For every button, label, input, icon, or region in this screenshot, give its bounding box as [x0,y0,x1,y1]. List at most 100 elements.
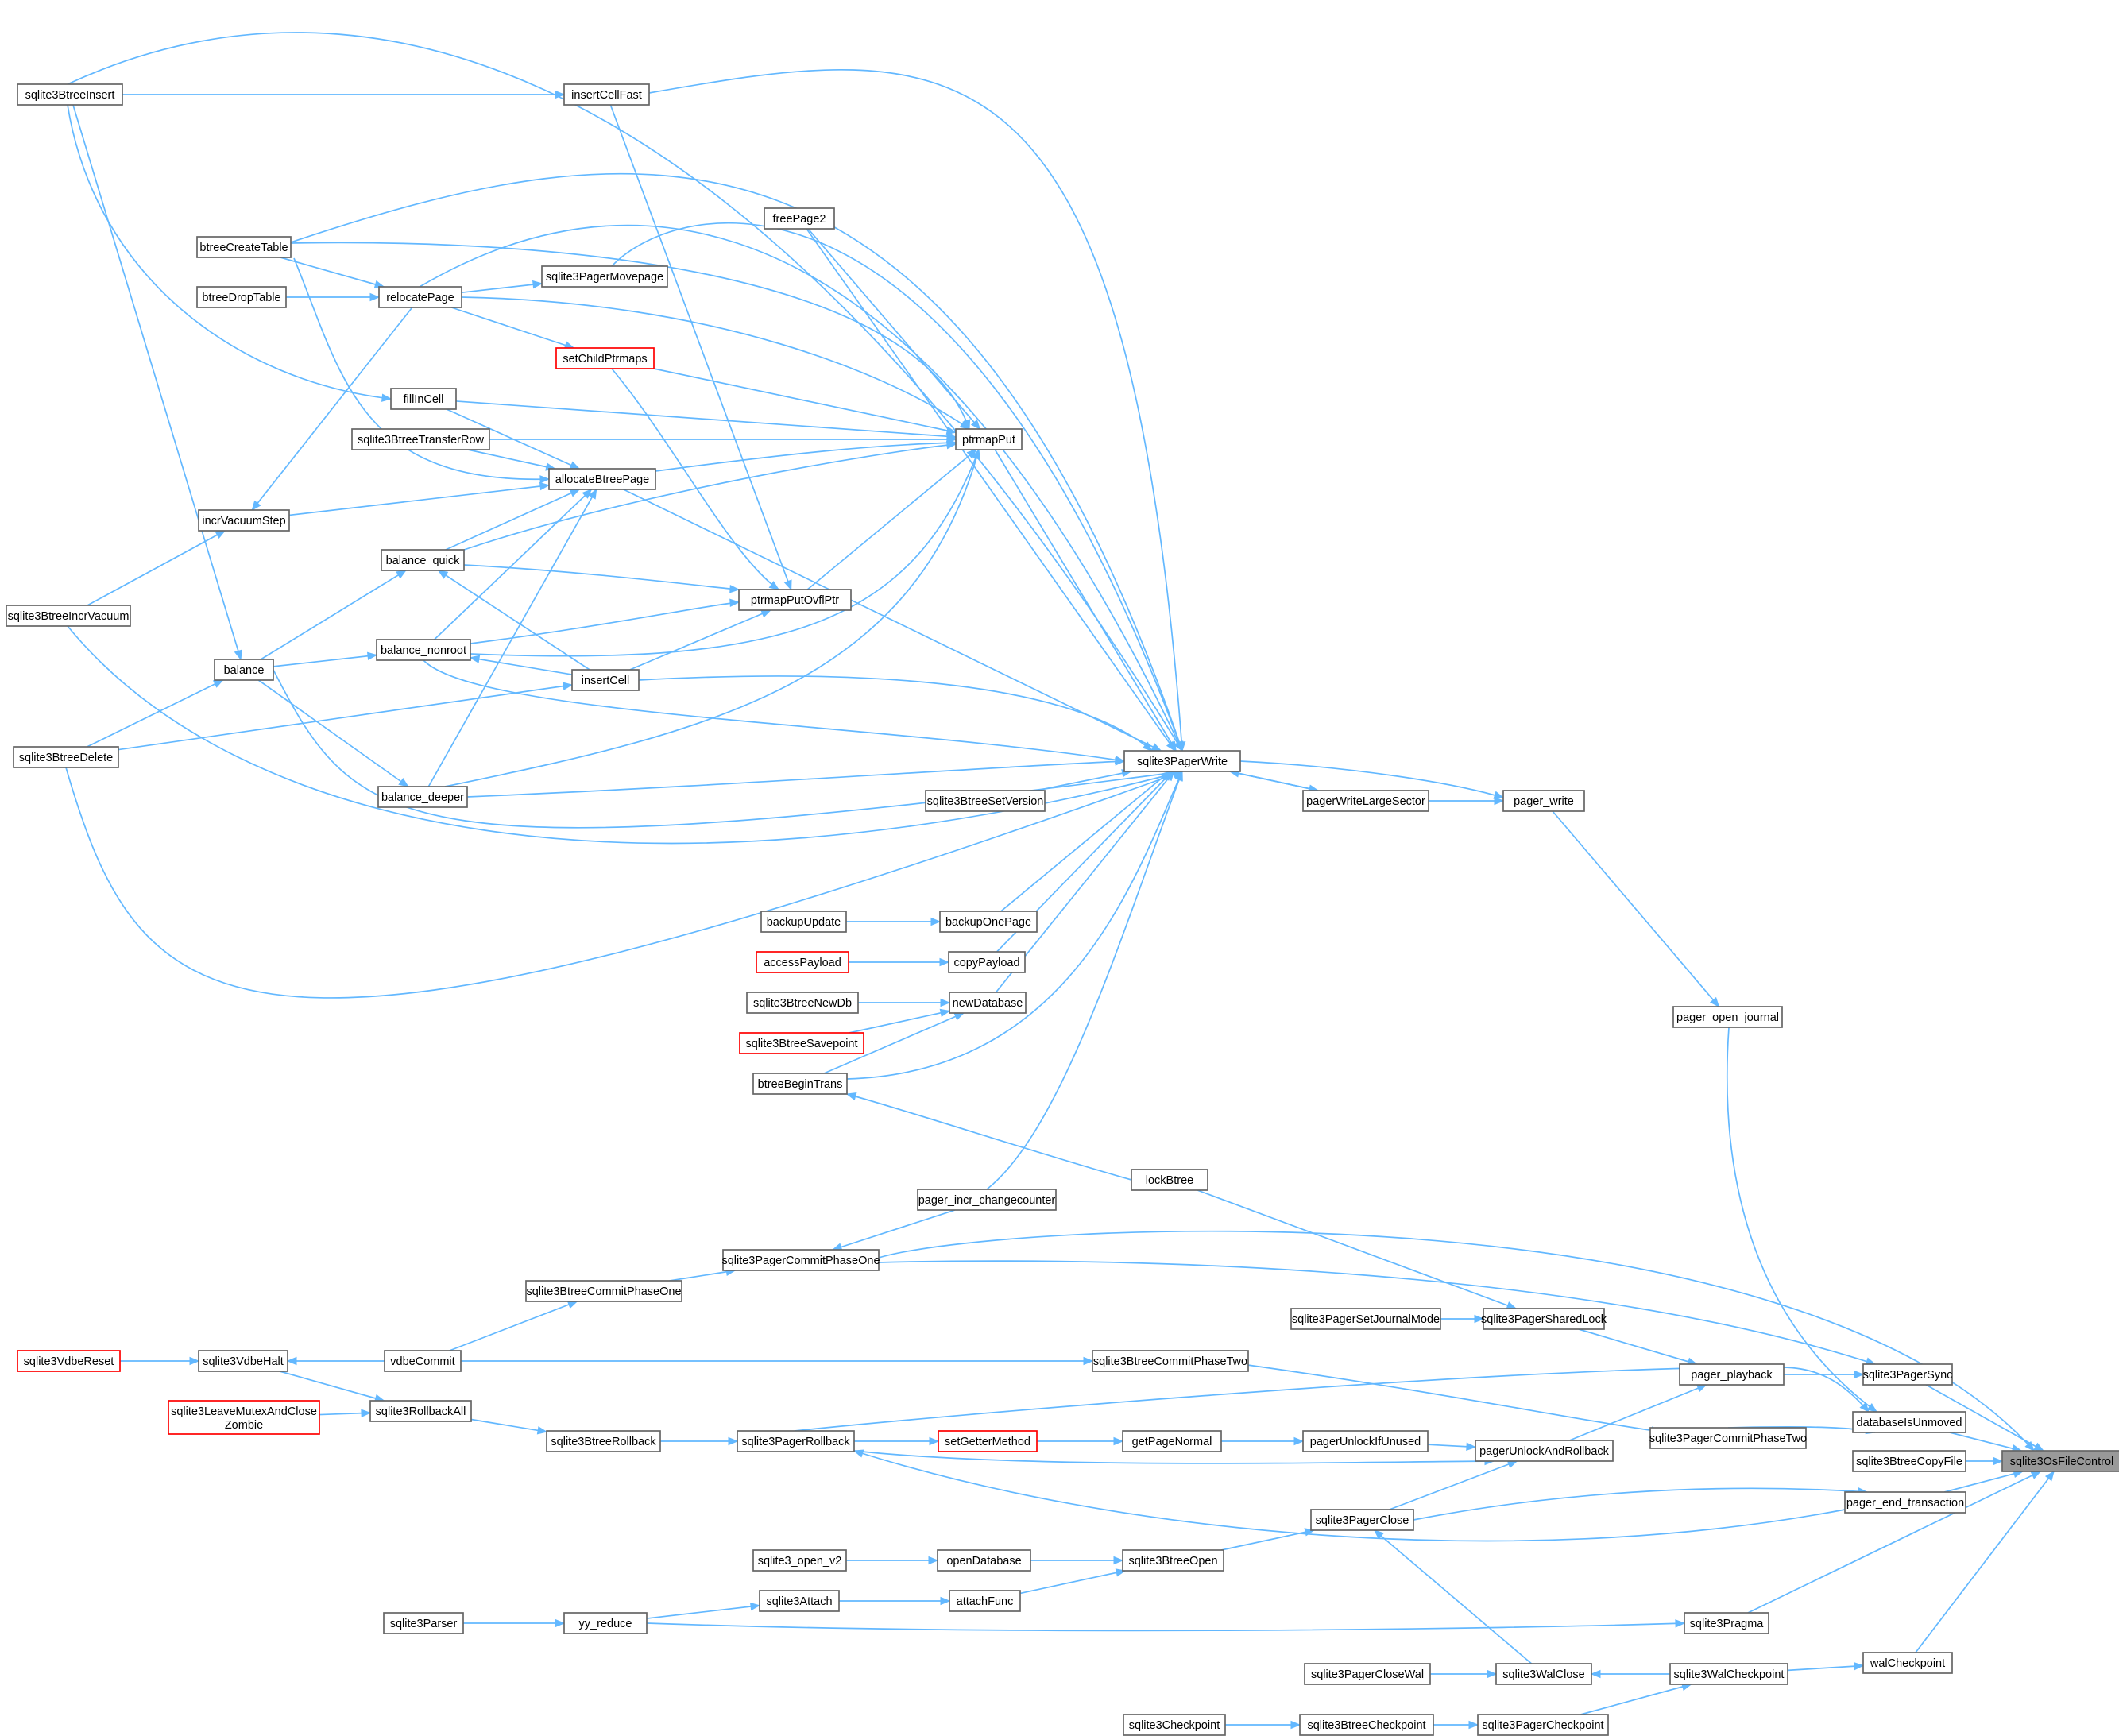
node-sqlite3PagerCommitPhaseTwo[interactable]: sqlite3PagerCommitPhaseTwo [1649,1427,1807,1449]
node-label: attachFunc [957,1595,1014,1608]
node-pager_playback[interactable]: pager_playback [1679,1363,1785,1386]
node-box [377,786,468,808]
node-sqlite3Parser[interactable]: sqlite3Parser [383,1612,464,1634]
node-sqlite3RollbackAll[interactable]: sqlite3RollbackAll [369,1400,472,1422]
node-sqlite3Attach[interactable]: sqlite3Attach [759,1590,840,1612]
node-walCheckpoint[interactable]: walCheckpoint [1862,1652,1953,1674]
node-sqlite3BtreeSetVersion[interactable]: sqlite3BtreeSetVersion [925,790,1046,812]
node-pagerWriteLargeSector[interactable]: pagerWriteLargeSector [1302,790,1429,812]
node-balance_nonroot[interactable]: balance_nonroot [376,639,471,661]
edge-sqlite3BtreeDelete-to-sqlite3PagerWrite [65,767,1183,999]
node-balance_deeper[interactable]: balance_deeper [377,786,468,808]
node-pagerUnlockIfUnused[interactable]: pagerUnlockIfUnused [1302,1430,1429,1452]
node-sqlite3BtreeInsert[interactable]: sqlite3BtreeInsert [17,83,123,106]
node-setGetterMethod[interactable]: setGetterMethod [938,1430,1038,1452]
arrow-head [940,1596,951,1606]
edge-insertCell-to-balance_quick [438,570,590,671]
node-label: accessPayload [764,957,841,969]
node-btreeDropTable[interactable]: btreeDropTable [196,286,287,308]
node-databaseIsUnmoved[interactable]: databaseIsUnmoved [1852,1411,1966,1433]
arrow-head [1150,743,1162,752]
node-sqlite3PagerCommitPhaseOne[interactable]: sqlite3PagerCommitPhaseOne [721,1249,880,1271]
node-sqlite3Pragma[interactable]: sqlite3Pragma [1684,1612,1769,1634]
node-sqlite3PagerSharedLock[interactable]: sqlite3PagerSharedLock [1481,1308,1607,1330]
node-sqlite3BtreeDelete[interactable]: sqlite3BtreeDelete [13,746,119,768]
node-pager_write[interactable]: pager_write [1502,790,1585,812]
node-incrVacuumStep[interactable]: incrVacuumStep [198,509,290,532]
node-sqlite3PagerCheckpoint[interactable]: sqlite3PagerCheckpoint [1477,1714,1609,1736]
node-sqlite3PagerWrite[interactable]: sqlite3PagerWrite [1123,750,1241,772]
node-sqlite3WalClose[interactable]: sqlite3WalClose [1495,1663,1592,1685]
arrow-head [953,1012,965,1021]
node-backupUpdate[interactable]: backupUpdate [760,911,847,933]
edge-sqlite3BtreeIncrVacuum-to-incrVacuumStep [87,530,226,606]
node-ptrmapPut[interactable]: ptrmapPut [955,428,1023,450]
node-sqlite3PagerRollback[interactable]: sqlite3PagerRollback [737,1430,855,1452]
node-sqlite3BtreeCommitPhaseOne[interactable]: sqlite3BtreeCommitPhaseOne [525,1280,682,1302]
arrow-head [251,500,261,512]
node-btreeBeginTrans[interactable]: btreeBeginTrans [752,1073,848,1095]
node-relocatePage[interactable]: relocatePage [378,286,462,308]
edge-balance_deeper-to-ptrmapPut [444,449,980,787]
node-getPageNormal[interactable]: getPageNormal [1122,1430,1222,1452]
node-sqlite3PagerMovepage[interactable]: sqlite3PagerMovepage [541,265,668,288]
node-sqlite3BtreeCopyFile[interactable]: sqlite3BtreeCopyFile [1852,1450,1966,1472]
node-pager_end_transaction[interactable]: pager_end_transaction [1844,1491,1966,1514]
node-freePage2[interactable]: freePage2 [764,207,835,230]
node-sqlite3BtreeNewDb[interactable]: sqlite3BtreeNewDb [746,992,859,1014]
node-vdbeCommit[interactable]: vdbeCommit [384,1350,462,1372]
node-sqlite3PagerCloseWal[interactable]: sqlite3PagerCloseWal [1304,1663,1431,1685]
node-balance_quick[interactable]: balance_quick [381,549,465,571]
node-newDatabase[interactable]: newDatabase [949,992,1027,1014]
arrow-head [1506,1460,1518,1468]
node-box [1679,1363,1785,1386]
arrow-head [1290,1720,1301,1730]
node-yy_reduce[interactable]: yy_reduce [563,1612,648,1634]
node-sqlite3VdbeHalt[interactable]: sqlite3VdbeHalt [198,1350,288,1372]
node-allocateBtreePage[interactable]: allocateBtreePage [548,468,656,490]
node-pager_incr_changecounter[interactable]: pager_incr_changecounter [917,1189,1057,1211]
node-sqlite3PagerClose[interactable]: sqlite3PagerClose [1310,1509,1414,1531]
node-btreeCreateTable[interactable]: btreeCreateTable [196,236,292,258]
node-openDatabase[interactable]: openDatabase [937,1549,1031,1572]
node-label: Zombie [225,1419,263,1432]
node-backupOnePage[interactable]: backupOnePage [939,911,1038,933]
node-sqlite3BtreeIncrVacuum[interactable]: sqlite3BtreeIncrVacuum [6,605,131,627]
node-sqlite3BtreeOpen[interactable]: sqlite3BtreeOpen [1122,1549,1224,1572]
edge-vdbeCommit-to-sqlite3BtreeCommitPhaseOne [449,1301,578,1351]
node-fillInCell[interactable]: fillInCell [390,388,457,410]
node-box [548,468,656,490]
node-copyPayload[interactable]: copyPayload [948,951,1026,973]
node-insertCellFast[interactable]: insertCellFast [563,83,650,106]
node-ptrmapPutOvflPtr[interactable]: ptrmapPutOvflPtr [738,589,852,611]
node-label: setChildPtrmaps [563,353,647,365]
node-sqlite3PagerSetJournalMode[interactable]: sqlite3PagerSetJournalMode [1290,1308,1441,1330]
node-sqlite3BtreeSavepoint[interactable]: sqlite3BtreeSavepoint [739,1032,864,1054]
node-label: pagerUnlockAndRollback [1479,1445,1610,1458]
node-sqlite3WalCheckpoint[interactable]: sqlite3WalCheckpoint [1669,1663,1788,1685]
node-accessPayload[interactable]: accessPayload [756,951,849,973]
node-balance[interactable]: balance [214,659,274,681]
node-sqlite3OsFileControl[interactable]: sqlite3OsFileControl [2001,1450,2119,1472]
node-sqlite3BtreeCheckpoint[interactable]: sqlite3BtreeCheckpoint [1299,1714,1434,1736]
edge-yy_reduce-to-sqlite3Pragma [646,1622,1685,1632]
node-sqlite3PagerSync[interactable]: sqlite3PagerSync [1862,1363,1953,1386]
node-sqlite3BtreeTransferRow[interactable]: sqlite3BtreeTransferRow [351,428,490,450]
node-label: sqlite3BtreeDelete [19,752,114,764]
node-box [1122,1430,1222,1452]
edge-btreeCreateTable-to-ptrmapPut [290,242,970,430]
node-sqlite3_open_v2[interactable]: sqlite3_open_v2 [752,1549,847,1572]
node-attachFunc[interactable]: attachFunc [949,1590,1021,1612]
node-sqlite3Checkpoint[interactable]: sqlite3Checkpoint [1123,1714,1226,1736]
node-sqlite3VdbeReset[interactable]: sqlite3VdbeReset [17,1350,121,1372]
node-pagerUnlockAndRollback[interactable]: pagerUnlockAndRollback [1475,1440,1614,1462]
node-insertCell[interactable]: insertCell [571,669,640,691]
node-sqlite3BtreeCommitPhaseTwo[interactable]: sqlite3BtreeCommitPhaseTwo [1092,1350,1249,1372]
arrow-head [2033,1442,2045,1452]
node-sqlite3BtreeRollback[interactable]: sqlite3BtreeRollback [546,1430,661,1452]
node-setChildPtrmaps[interactable]: setChildPtrmaps [555,347,655,369]
node-lockBtree[interactable]: lockBtree [1131,1169,1208,1191]
node-pager_open_journal[interactable]: pager_open_journal [1672,1006,1783,1028]
node-box [925,790,1046,812]
